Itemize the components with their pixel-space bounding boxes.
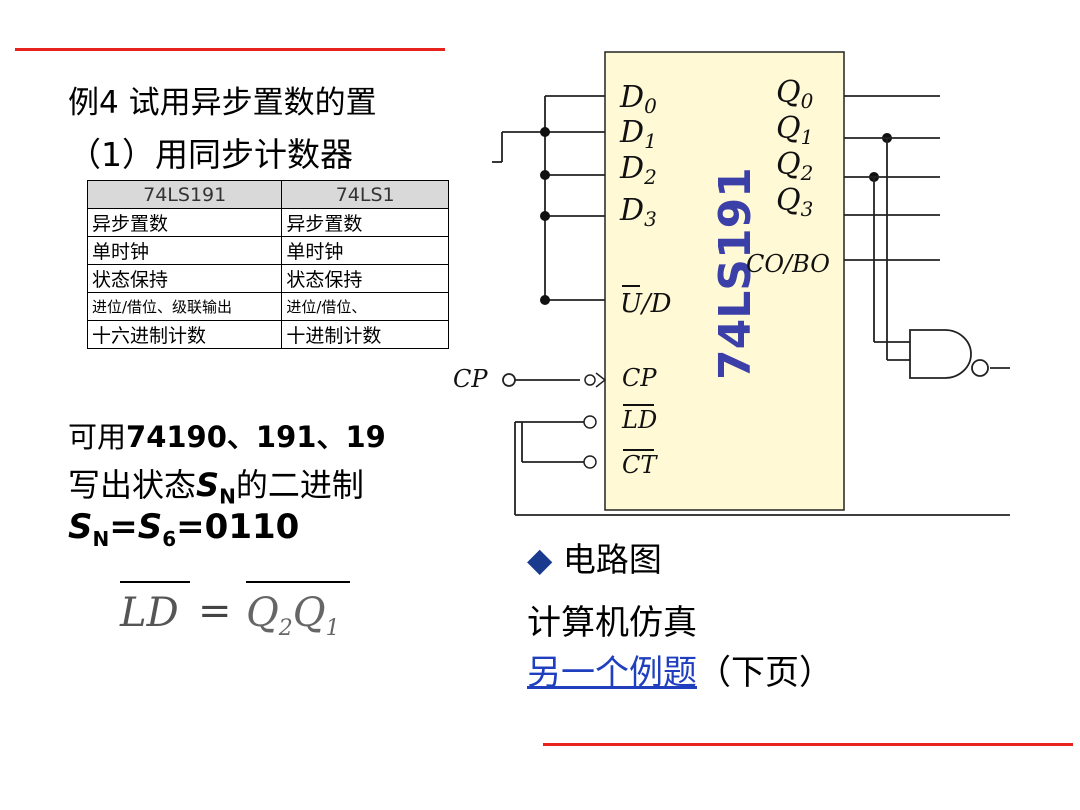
circuit-caption-text: 电路图 bbox=[562, 540, 662, 579]
formula-q1: Q bbox=[246, 590, 279, 636]
table-row: 状态保持 状态保持 bbox=[87, 264, 449, 293]
table-cell: 状态保持 bbox=[87, 264, 283, 293]
pin-d3-label: D3 bbox=[619, 193, 657, 231]
simulation-text: 计算机仿真 bbox=[527, 603, 697, 643]
table-cell: 状态保持 bbox=[281, 264, 449, 293]
q-overbar bbox=[246, 581, 350, 583]
heading-line2-text: （1）用同步计数器 bbox=[68, 135, 353, 174]
cp-input-label: CP bbox=[453, 365, 488, 393]
another-example-link[interactable]: 另一个例题 bbox=[527, 653, 697, 693]
sn-subscript: N bbox=[219, 484, 236, 509]
heading-line1-text: 例4 试用异步置数的置 bbox=[68, 85, 377, 121]
ld-formula-lhs: LD bbox=[120, 590, 179, 636]
bottom-rule bbox=[543, 743, 1073, 746]
comparison-table-wrap: 74LS191 74LS1 异步置数 异步置数 单时钟 单时钟 状态保持 状态保… bbox=[87, 180, 449, 402]
pin-ud-label: U/D bbox=[620, 289, 672, 319]
ld-overbar bbox=[120, 581, 190, 583]
write-line: 写出状态SN的二进制 bbox=[68, 460, 450, 508]
circuit-diagram: 74LS191 D0 D1 D2 D3 U/D CP LD CT Q0 Q1 Q… bbox=[453, 51, 1010, 516]
usable-prefix: 可用 bbox=[68, 420, 127, 454]
pin-q3-label: Q3 bbox=[776, 183, 813, 221]
write-suffix: 的二进制 bbox=[235, 466, 364, 504]
left-wiring bbox=[492, 95, 1010, 516]
eq-n: N bbox=[92, 526, 110, 551]
sn-equation: SN=S6=0110 bbox=[68, 507, 299, 551]
eq-s1: S bbox=[68, 507, 93, 547]
table-cell: 单时钟 bbox=[87, 236, 283, 265]
diamond-bullet-icon: ◆ bbox=[527, 540, 553, 579]
pin-d2-label: D2 bbox=[619, 151, 657, 189]
formula-s1: 2 bbox=[278, 616, 293, 641]
eq-6: 6 bbox=[162, 526, 177, 551]
ld-formula-eq: = bbox=[198, 588, 232, 634]
write-prefix: 写出状态 bbox=[68, 466, 197, 504]
formula-q2: Q bbox=[292, 590, 326, 636]
chip-body bbox=[604, 51, 845, 511]
table-cell: 进位/借位、 bbox=[281, 292, 449, 321]
table-row: 异步置数 异步置数 bbox=[87, 208, 449, 237]
eq-s2: S bbox=[137, 507, 163, 547]
eq-value: =0110 bbox=[176, 507, 300, 547]
usable-line: 可用74190、191、19 bbox=[68, 414, 450, 456]
table-cell: 异步置数 bbox=[87, 208, 283, 237]
eq-equals: = bbox=[109, 507, 138, 547]
ld-formula: LD = Q2Q1 bbox=[118, 578, 358, 648]
top-rule bbox=[15, 48, 445, 51]
nand-output-bubble bbox=[971, 359, 989, 377]
pin-cp-label: CP bbox=[622, 364, 657, 392]
table-row: 进位/借位、级联输出 进位/借位、 bbox=[87, 292, 449, 321]
right-wiring bbox=[844, 95, 1010, 369]
cp-clock-wedge bbox=[595, 372, 607, 388]
pin-q2-label: Q2 bbox=[776, 147, 813, 185]
comparison-table: 74LS191 74LS1 异步置数 异步置数 单时钟 单时钟 状态保持 状态保… bbox=[87, 180, 449, 349]
cp-input-terminal bbox=[502, 373, 516, 387]
table-cell: 异步置数 bbox=[281, 208, 449, 237]
pin-ld-label: LD bbox=[621, 406, 657, 434]
pin-cobo-label: CO/BO bbox=[746, 250, 830, 278]
usable-chips: 74190、191、19 bbox=[126, 420, 386, 454]
chip-label: 74LS191 bbox=[710, 167, 761, 380]
example-link-line: 另一个例题（下页） bbox=[527, 645, 833, 694]
nand-gate bbox=[909, 329, 972, 379]
next-page-text: （下页） bbox=[697, 653, 833, 693]
pin-d1-label: D1 bbox=[619, 115, 657, 153]
ld-inversion-bubble bbox=[583, 415, 597, 429]
pin-d0-label: D0 bbox=[619, 80, 657, 118]
pin-q0-label: Q0 bbox=[776, 75, 814, 113]
table-cell: 单时钟 bbox=[281, 236, 449, 265]
table-cell: 十六进制计数 bbox=[87, 320, 283, 349]
sn-symbol: S bbox=[196, 466, 220, 504]
heading-line2: （1）用同步计数器 bbox=[68, 128, 450, 176]
table-row: 十六进制计数 十进制计数 bbox=[87, 320, 449, 349]
formula-s2: 1 bbox=[325, 616, 340, 641]
pin-ct-label: CT bbox=[622, 451, 658, 479]
table-header-cell: 74LS1 bbox=[281, 180, 449, 209]
ld-formula-rhs: Q2Q1 bbox=[246, 590, 340, 641]
table-header-cell: 74LS191 bbox=[87, 180, 283, 209]
cp-inversion-bubble bbox=[584, 374, 596, 386]
circuit-caption: ◆ 电路图 bbox=[527, 533, 662, 581]
heading-line1: 例4 试用异步置数的置 bbox=[68, 77, 450, 122]
table-cell: 十进制计数 bbox=[281, 320, 449, 349]
table-row: 单时钟 单时钟 bbox=[87, 236, 449, 265]
table-header-row: 74LS191 74LS1 bbox=[87, 180, 449, 209]
pin-q1-label: Q1 bbox=[776, 111, 813, 149]
ct-inversion-bubble bbox=[583, 455, 597, 469]
table-cell: 进位/借位、级联输出 bbox=[87, 292, 283, 321]
